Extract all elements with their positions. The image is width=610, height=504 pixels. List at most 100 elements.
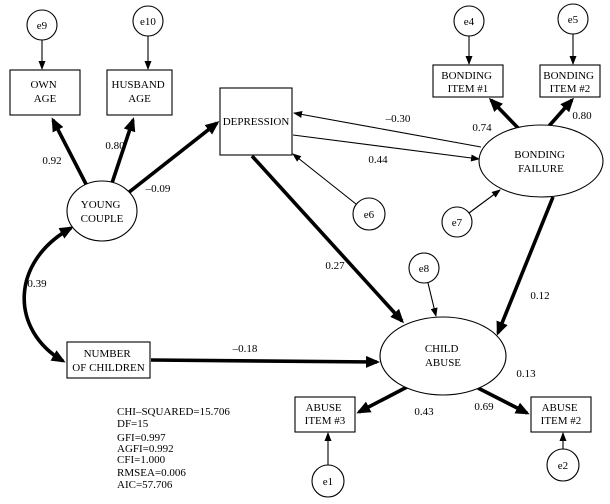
node-bonding-failure: BONDING FAILURE [478, 124, 604, 198]
path-depression-to-bonding-failure [292, 134, 480, 162]
node-own-age-line-2: AGE [34, 93, 57, 105]
node-own-age: OWN AGE [9, 69, 81, 116]
path-e8-to-child-abuse [427, 282, 438, 317]
node-bonding-item-1-line-2: ITEM #1 [448, 83, 489, 95]
error-e4-label: e4 [464, 16, 475, 28]
path-young-couple-to-own-age [51, 117, 89, 187]
fit-stat-agfi: AGFI=0.992 [117, 443, 174, 455]
coef-child-abuse-to-abuse-item-3: 0.43 [414, 406, 434, 418]
error-terms-layer: e9 e10 e4 e5 e6 e7 e8 e1 [26, 3, 589, 498]
node-number-of-children-box [66, 341, 151, 379]
node-young-couple-line-2: COUPLE [81, 213, 124, 225]
error-e4: e4 [453, 5, 485, 37]
error-e9-label: e9 [37, 20, 48, 32]
coefficients-layer: 0.92 0.80 –0.09 –0.30 0.44 0.74 0.80 0.2… [27, 110, 592, 418]
error-e1-label: e1 [323, 476, 333, 488]
node-abuse-item-2-label: ABUSE ITEM #2 [541, 402, 582, 427]
error-e1-circle [311, 464, 345, 498]
node-child-abuse-label: CHILD ABUSE [425, 343, 461, 369]
error-e10-label: e10 [140, 16, 156, 28]
error-e2-label: e2 [558, 460, 568, 472]
node-abuse-item-2-line-1: ABUSE [542, 402, 578, 414]
node-young-couple-ellipse [66, 180, 138, 242]
coef-bonding-failure-to-bonding-item-1: 0.74 [472, 122, 492, 134]
node-own-age-line-1: OWN [30, 79, 56, 91]
fit-statistics: CHI–SQUARED=15.706 DF=15 GFI=0.997 AGFI=… [117, 406, 233, 491]
error-e5-circle [557, 3, 589, 35]
error-e10-circle [132, 5, 164, 37]
node-bonding-item-2: BONDING ITEM #2 [539, 64, 601, 98]
node-abuse-item-3-line-2: ITEM #3 [305, 415, 346, 427]
node-own-age-box [9, 69, 81, 116]
node-husband-age-line-1: HUSBAND [112, 79, 165, 91]
path-e7-to-bonding-failure [468, 189, 501, 214]
coef-young-couple-with-number-of-children: 0.39 [27, 278, 47, 290]
node-bonding-item-2-line-2: ITEM #2 [550, 83, 591, 95]
observed-variables-layer: OWN AGE HUSBAND AGE DEPRESSION BONDING I… [9, 64, 601, 433]
coef-depression-to-bonding-failure: 0.44 [368, 154, 388, 166]
node-child-abuse-line-2: ABUSE [425, 357, 461, 369]
error-e5: e5 [557, 3, 589, 35]
node-bonding-failure-label: BONDING FAILURE [514, 149, 567, 175]
node-abuse-item-3-box [294, 396, 356, 433]
node-child-abuse-line-1: CHILD [425, 343, 459, 355]
node-bonding-item-2-box [539, 64, 601, 98]
error-e7: e7 [441, 206, 473, 238]
node-young-couple: YOUNG COUPLE [66, 180, 138, 242]
path-child-abuse-to-abuse-item-2 [477, 386, 530, 415]
fit-stat-cfi: CFI=1.000 [117, 454, 166, 466]
node-number-of-children: NUMBER OF CHILDREN [66, 341, 151, 379]
coef-young-couple-to-husband-age: 0.80 [105, 140, 125, 152]
node-bonding-failure-line-2: FAILURE [518, 163, 564, 175]
error-e8-label: e8 [419, 263, 430, 275]
error-e10: e10 [132, 5, 164, 37]
node-depression-label: DEPRESSION [223, 116, 290, 128]
node-child-abuse: CHILD ABUSE [379, 316, 507, 396]
error-e9: e9 [26, 9, 58, 41]
coef-young-couple-to-depression: –0.09 [145, 183, 171, 195]
error-e6-circle [352, 197, 386, 231]
error-e1: e1 [311, 464, 345, 498]
node-bonding-item-1-box [432, 64, 504, 98]
path-young-couple-to-depression [126, 121, 220, 195]
coef-child-abuse-annotation: 0.13 [516, 368, 536, 380]
path-number-of-children-to-child-abuse [150, 355, 380, 368]
error-e7-label: e7 [452, 217, 463, 229]
fit-stat-df: DF=15 [117, 418, 149, 430]
path-young-couple-to-husband-age [110, 117, 136, 184]
node-child-abuse-ellipse [379, 316, 507, 396]
error-e6: e6 [352, 197, 386, 231]
node-bonding-failure-ellipse [478, 124, 604, 198]
node-depression: DEPRESSION [219, 87, 293, 156]
path-e6-to-depression [292, 153, 357, 205]
node-abuse-item-2-line-2: ITEM #2 [541, 415, 582, 427]
node-husband-age-label: HUSBAND AGE [112, 79, 168, 105]
error-e4-circle [453, 5, 485, 37]
error-e6-label: e6 [364, 209, 375, 221]
node-number-of-children-line-1: NUMBER [84, 348, 132, 360]
path-bonding-failure-to-child-abuse [496, 196, 555, 336]
coef-child-abuse-to-abuse-item-2: 0.69 [474, 401, 494, 413]
path-young-couple-with-number-of-children [22, 226, 74, 363]
error-e8-circle [408, 252, 440, 284]
node-number-of-children-line-2: OF CHILDREN [72, 362, 144, 374]
fit-stat-aic: AIC=57.706 [117, 479, 173, 491]
node-young-couple-line-1: YOUNG [81, 199, 121, 211]
fit-stat-rmsea: RMSEA=0.006 [117, 467, 186, 479]
path-bonding-failure-to-bonding-item-1 [488, 97, 521, 131]
node-depression-box [219, 87, 293, 156]
coef-bonding-failure-to-child-abuse: 0.12 [530, 290, 549, 302]
node-bonding-item-2-line-1: BONDING [543, 70, 594, 82]
node-abuse-item-3: ABUSE ITEM #3 [294, 396, 356, 433]
error-e5-label: e5 [568, 14, 579, 26]
node-own-age-label: OWN AGE [30, 79, 59, 105]
latent-variables-layer: YOUNG COUPLE BONDING FAILURE CHILD ABUSE [66, 124, 604, 396]
coef-bonding-failure-to-depression: –0.30 [385, 113, 411, 125]
path-bonding-failure-to-depression [293, 110, 482, 148]
fit-stat-chi-squared: CHI–SQUARED=15.706 [117, 406, 230, 418]
error-e9-circle [26, 9, 58, 41]
coef-number-of-children-to-child-abuse: –0.18 [232, 343, 258, 355]
node-husband-age-line-2: AGE [128, 93, 151, 105]
paths-layer [22, 34, 577, 465]
